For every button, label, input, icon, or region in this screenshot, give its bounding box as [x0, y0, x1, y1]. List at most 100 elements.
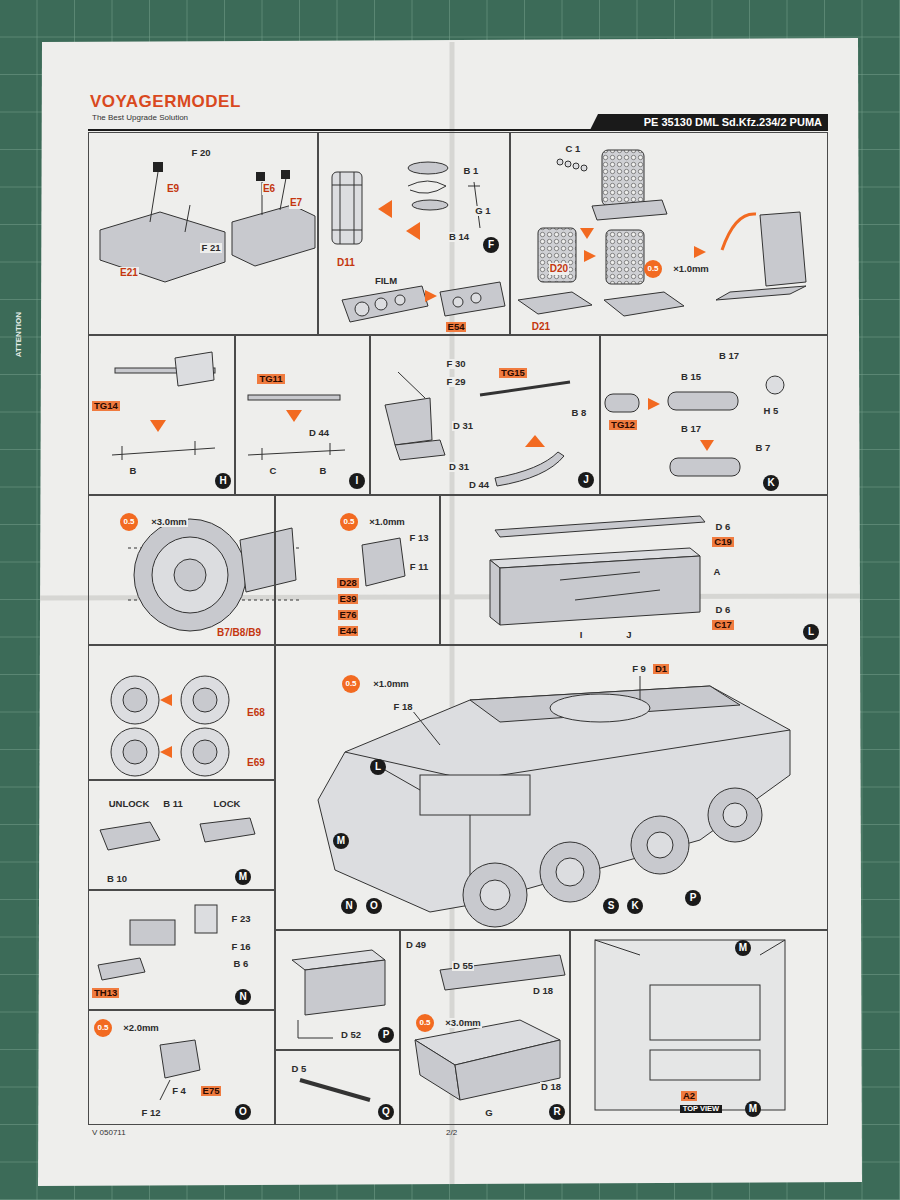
path-shape [362, 538, 405, 586]
polygon-shape [232, 205, 315, 266]
part-number: G [484, 1108, 493, 1119]
thickness-callout: 0.5 [416, 1014, 434, 1032]
path-shape [342, 286, 428, 322]
path-shape [495, 516, 705, 537]
circle-shape [174, 559, 206, 591]
part-number: ×1.0mm [368, 517, 406, 528]
circle-shape [134, 519, 246, 631]
path-shape [150, 172, 286, 232]
circle-shape [557, 159, 563, 165]
step-letter: J [578, 472, 594, 488]
path-shape [425, 290, 437, 302]
path-shape [592, 200, 667, 220]
step-letter: K [627, 898, 643, 914]
path-shape [298, 1020, 333, 1038]
part-number: UNLOCK [108, 799, 151, 810]
step-letter: M [235, 869, 251, 885]
circle-shape [193, 740, 217, 764]
version-code: V 050711 [92, 1128, 126, 1137]
path-shape [694, 246, 706, 258]
boxes-and-rod [292, 950, 565, 1100]
circle-shape [708, 788, 762, 842]
header-rule [88, 129, 828, 131]
rect-shape [420, 775, 530, 815]
circle-shape [565, 161, 571, 167]
path-shape [160, 1080, 170, 1100]
brand-name: VOYAGERMODEL [90, 92, 241, 112]
fret-part-number: C17 [712, 620, 733, 631]
rect-shape [538, 228, 576, 282]
fret-part-number: C19 [712, 537, 733, 548]
rect-shape [670, 458, 740, 476]
step-panel: 0.5×3.0mmB7/B8/B9 [88, 495, 275, 645]
circle-shape [123, 688, 147, 712]
part-number: F 9 [631, 664, 647, 675]
step-letter: I [349, 473, 365, 489]
etch-part-number: B7/B8/B9 [216, 627, 262, 639]
step-letter: P [378, 1027, 394, 1043]
circle-shape [463, 863, 527, 927]
path-shape [408, 181, 446, 193]
part-number: B 17 [718, 351, 740, 362]
polygon-shape [318, 686, 790, 912]
part-number: F 16 [230, 942, 251, 953]
sheet-title: PE 35130 DML Sd.Kfz.234/2 PUMA [644, 114, 822, 130]
part-number: F 21 [200, 243, 221, 254]
circle-shape [471, 293, 481, 303]
part-number: ×2.0mm [122, 1023, 160, 1034]
path-shape [480, 382, 570, 395]
thickness-callout: 0.5 [94, 1019, 112, 1037]
fret-part-number: E75 [201, 1086, 222, 1097]
path-shape [345, 730, 790, 905]
armoured-car [318, 676, 790, 927]
part-number: F 12 [140, 1108, 161, 1119]
part-number: B 8 [571, 408, 588, 419]
rect-shape [668, 392, 738, 410]
polygon-shape [100, 212, 225, 282]
part-number: D 31 [448, 462, 470, 473]
path-shape [760, 212, 806, 286]
extinguisher-parts [332, 162, 505, 322]
rect-shape [130, 920, 175, 945]
part-number: F 29 [445, 377, 466, 388]
part-number: F 11 [409, 562, 430, 573]
circle-shape [647, 832, 673, 858]
part-number: B 7 [755, 443, 772, 454]
tool-parts [112, 352, 784, 486]
top-view-hull [595, 940, 785, 1110]
path-shape [495, 452, 564, 486]
seat-parts [518, 150, 806, 316]
step-panel: 0.5×2.0mmF 4E75F 12O [88, 1010, 275, 1125]
step-panel: MA2TOP VIEWM [570, 930, 828, 1125]
circle-shape [480, 880, 510, 910]
path-shape [560, 572, 660, 600]
part-number: B 14 [448, 232, 470, 243]
part-number: H 5 [763, 406, 780, 417]
step-letter: P [685, 890, 701, 906]
part-number: ×3.0mm [444, 1018, 482, 1029]
etch-part-number: E68 [246, 707, 266, 719]
ellipse-shape [550, 694, 650, 722]
part-number: F 13 [408, 533, 429, 544]
etch-part-number: E69 [246, 757, 266, 769]
path-shape [584, 250, 596, 262]
fret-part-number: TG11 [257, 374, 284, 385]
part-number: D 52 [340, 1030, 362, 1041]
part-number: ×3.0mm [150, 517, 188, 528]
part-number: D 31 [452, 421, 474, 432]
circle-shape [181, 676, 229, 724]
title-bar [590, 114, 828, 130]
part-number: B 17 [680, 424, 702, 435]
part-number: D 44 [308, 428, 330, 439]
step-panel: D 6C19AD 6C17IJL [440, 495, 828, 645]
path-shape [378, 200, 392, 218]
part-number: C [269, 466, 278, 477]
path-shape [385, 676, 640, 790]
path-shape [160, 694, 172, 706]
circle-shape [111, 728, 159, 776]
rect-shape [605, 394, 639, 412]
part-number: D 55 [452, 961, 474, 972]
path-shape [160, 746, 172, 758]
step-letter: H [215, 473, 231, 489]
